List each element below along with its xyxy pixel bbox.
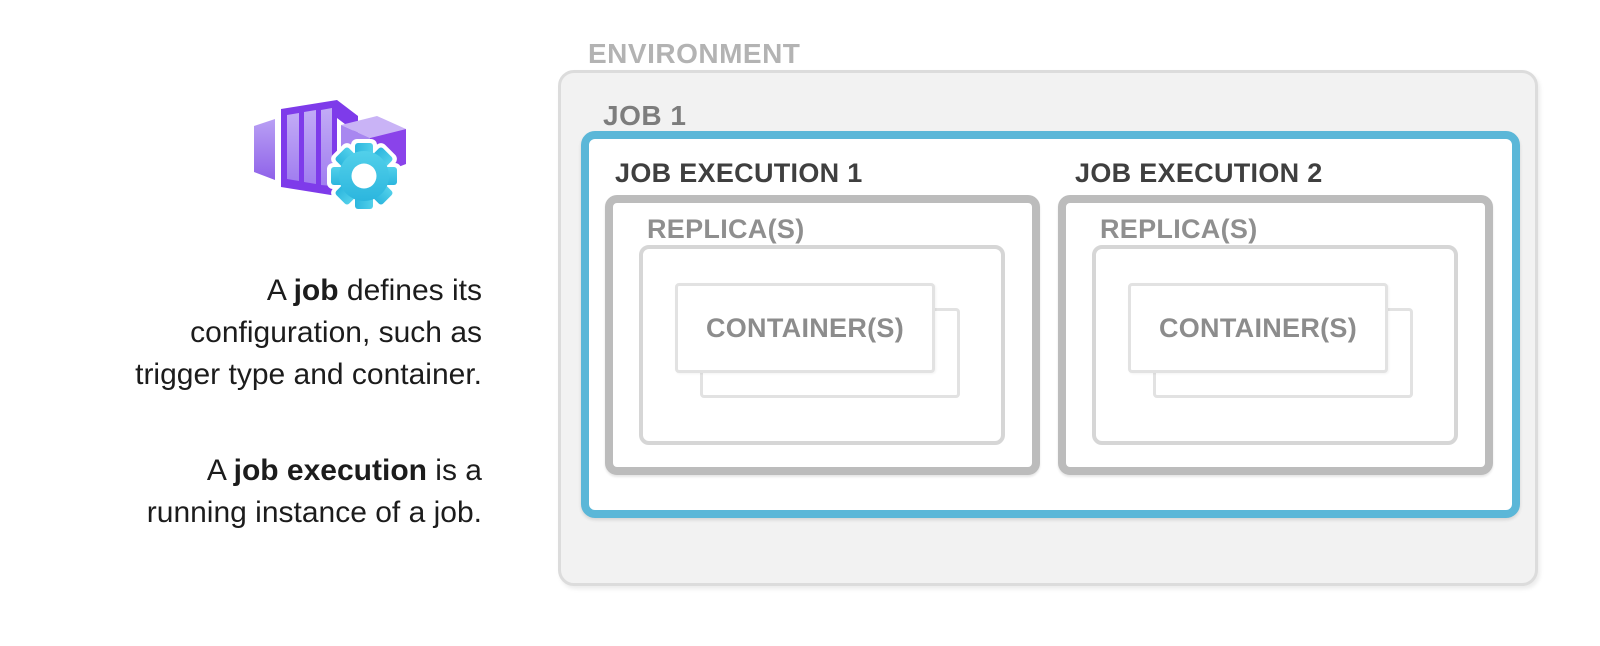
para1-line1: A job defines its bbox=[266, 274, 482, 307]
job-execution-1-label: JOB EXECUTION 1 bbox=[615, 158, 863, 188]
job-execution-1-box: REPLICA(S) CONTAINER(S) bbox=[605, 195, 1040, 475]
job-execution-2-label: JOB EXECUTION 2 bbox=[1075, 158, 1323, 188]
job-label: JOB 1 bbox=[603, 100, 687, 131]
para2-line2: running instance of a job. bbox=[146, 496, 482, 529]
container-apps-job-icon bbox=[254, 100, 406, 213]
replica-label-2: REPLICA(S) bbox=[1100, 214, 1258, 244]
gear-icon bbox=[327, 139, 401, 213]
job-box: JOB EXECUTION 1 REPLICA(S) CONTAINER(S) … bbox=[581, 131, 1520, 518]
job-definition-paragraph: A job defines its configuration, such as… bbox=[58, 270, 482, 396]
replica-box-1: CONTAINER(S) bbox=[639, 245, 1005, 445]
container-label-2: CONTAINER(S) bbox=[1158, 312, 1358, 343]
container-box-front-2: CONTAINER(S) bbox=[1128, 283, 1388, 373]
environment-box: JOB 1 JOB EXECUTION 1 REPLICA(S) CONTAIN… bbox=[558, 70, 1538, 586]
job-execution-2-box: REPLICA(S) CONTAINER(S) bbox=[1058, 195, 1493, 475]
container-box-front-1: CONTAINER(S) bbox=[675, 283, 935, 373]
job-execution-paragraph: A job execution is a running instance of… bbox=[58, 450, 482, 534]
replica-label-1: REPLICA(S) bbox=[647, 214, 805, 244]
container-slab-shape bbox=[254, 119, 275, 180]
para2-line1: A job execution is a bbox=[206, 454, 482, 487]
container-label-1: CONTAINER(S) bbox=[705, 312, 905, 343]
para1-line3: trigger type and container. bbox=[135, 358, 482, 391]
replica-box-2: CONTAINER(S) bbox=[1092, 245, 1458, 445]
environment-label: ENVIRONMENT bbox=[588, 38, 801, 69]
description-text: A job defines its configuration, such as… bbox=[58, 270, 482, 534]
para1-line2: configuration, such as bbox=[190, 316, 482, 349]
